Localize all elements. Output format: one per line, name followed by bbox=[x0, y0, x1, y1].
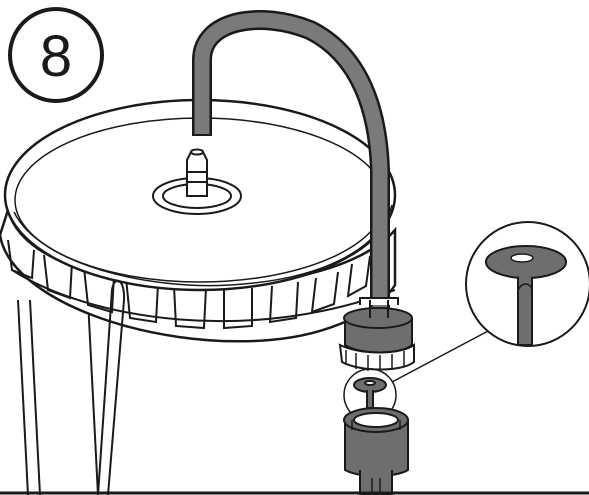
step-number: 8 bbox=[40, 24, 72, 89]
diaphragm-disc-large-center bbox=[510, 253, 534, 263]
coupling-nut bbox=[343, 407, 409, 495]
diaphragm-valve bbox=[343, 368, 397, 422]
coupling-stem bbox=[359, 470, 393, 495]
magnified-detail bbox=[465, 221, 589, 347]
diaphragm-stem-large bbox=[517, 277, 533, 346]
tube bbox=[192, 10, 390, 310]
lid-nozzle bbox=[152, 148, 242, 215]
nozzle-barb bbox=[186, 171, 208, 183]
step-badge-circle bbox=[8, 7, 104, 103]
container-body bbox=[17, 299, 99, 495]
valve-connector-upper bbox=[338, 297, 415, 371]
nozzle-stem bbox=[186, 151, 208, 197]
diaphragm-stem-small bbox=[366, 390, 374, 409]
nozzle-tip bbox=[190, 148, 204, 156]
handle-wire bbox=[97, 279, 126, 495]
diaphragm-disc-small-center bbox=[364, 380, 376, 386]
coupling-opening bbox=[353, 412, 399, 428]
valve-top-ring bbox=[343, 307, 413, 329]
lid-top-rim-line bbox=[13, 204, 393, 287]
callout-leader bbox=[391, 329, 491, 383]
step-badge: 8 bbox=[8, 7, 104, 103]
